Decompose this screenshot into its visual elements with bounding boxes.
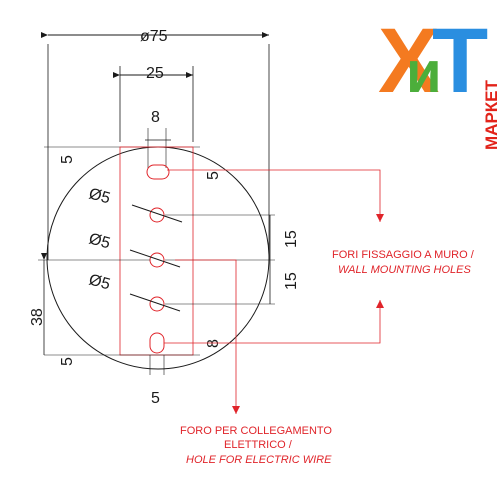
dimension-15-lower: 15 xyxy=(283,272,300,290)
dimension-8-top: 8 xyxy=(151,109,160,126)
hole-3-label: Ø5 xyxy=(87,271,112,293)
dimension-5-bottom: 5 xyxy=(151,390,160,407)
dimension-5-top-left: 5 xyxy=(59,155,76,164)
logo-letter-x: Х xyxy=(378,10,439,112)
dimension-38: 38 xyxy=(29,308,46,326)
note-wire-it-2: ELETTRICO / xyxy=(224,439,293,451)
hole-3 xyxy=(149,296,165,312)
note-wire-en: HOLE FOR ELECTRIC WIRE xyxy=(186,454,332,466)
hole-2-label: Ø5 xyxy=(87,230,112,252)
dimension-15-upper: 15 xyxy=(283,230,300,248)
brand-logo: Х и Т МАРКЕТ xyxy=(378,10,500,150)
logo-word: МАРКЕТ xyxy=(482,80,500,150)
bottom-slot xyxy=(149,332,165,354)
leader-hole-3 xyxy=(129,293,181,312)
leader-wire-hole xyxy=(175,259,240,414)
logo-letter-i: и xyxy=(406,40,442,105)
dimension-diameter: ø75 xyxy=(140,28,168,45)
leader-hole-2 xyxy=(129,249,181,268)
leader-mounting-upper xyxy=(167,169,384,222)
hole-2 xyxy=(149,252,165,268)
leader-hole-1 xyxy=(131,204,183,223)
note-mounting-it: FORI FISSAGGIO A MURO / xyxy=(332,249,475,261)
dimension-5-right: 5 xyxy=(205,171,222,180)
hole-1 xyxy=(149,207,165,223)
dimension-25: 25 xyxy=(146,65,164,82)
note-wire-it-1: FORO PER COLLEGAMENTO xyxy=(180,425,332,437)
logo-letter-t: Т xyxy=(432,10,488,112)
leader-mounting-lower xyxy=(164,300,384,344)
mounting-plate xyxy=(119,146,194,356)
dimension-5-bottom-left: 5 xyxy=(59,357,76,366)
top-slot xyxy=(146,164,170,180)
hole-1-label: Ø5 xyxy=(87,185,112,207)
note-mounting-en: WALL MOUNTING HOLES xyxy=(338,264,472,276)
dimension-8-right: 8 xyxy=(205,339,222,348)
